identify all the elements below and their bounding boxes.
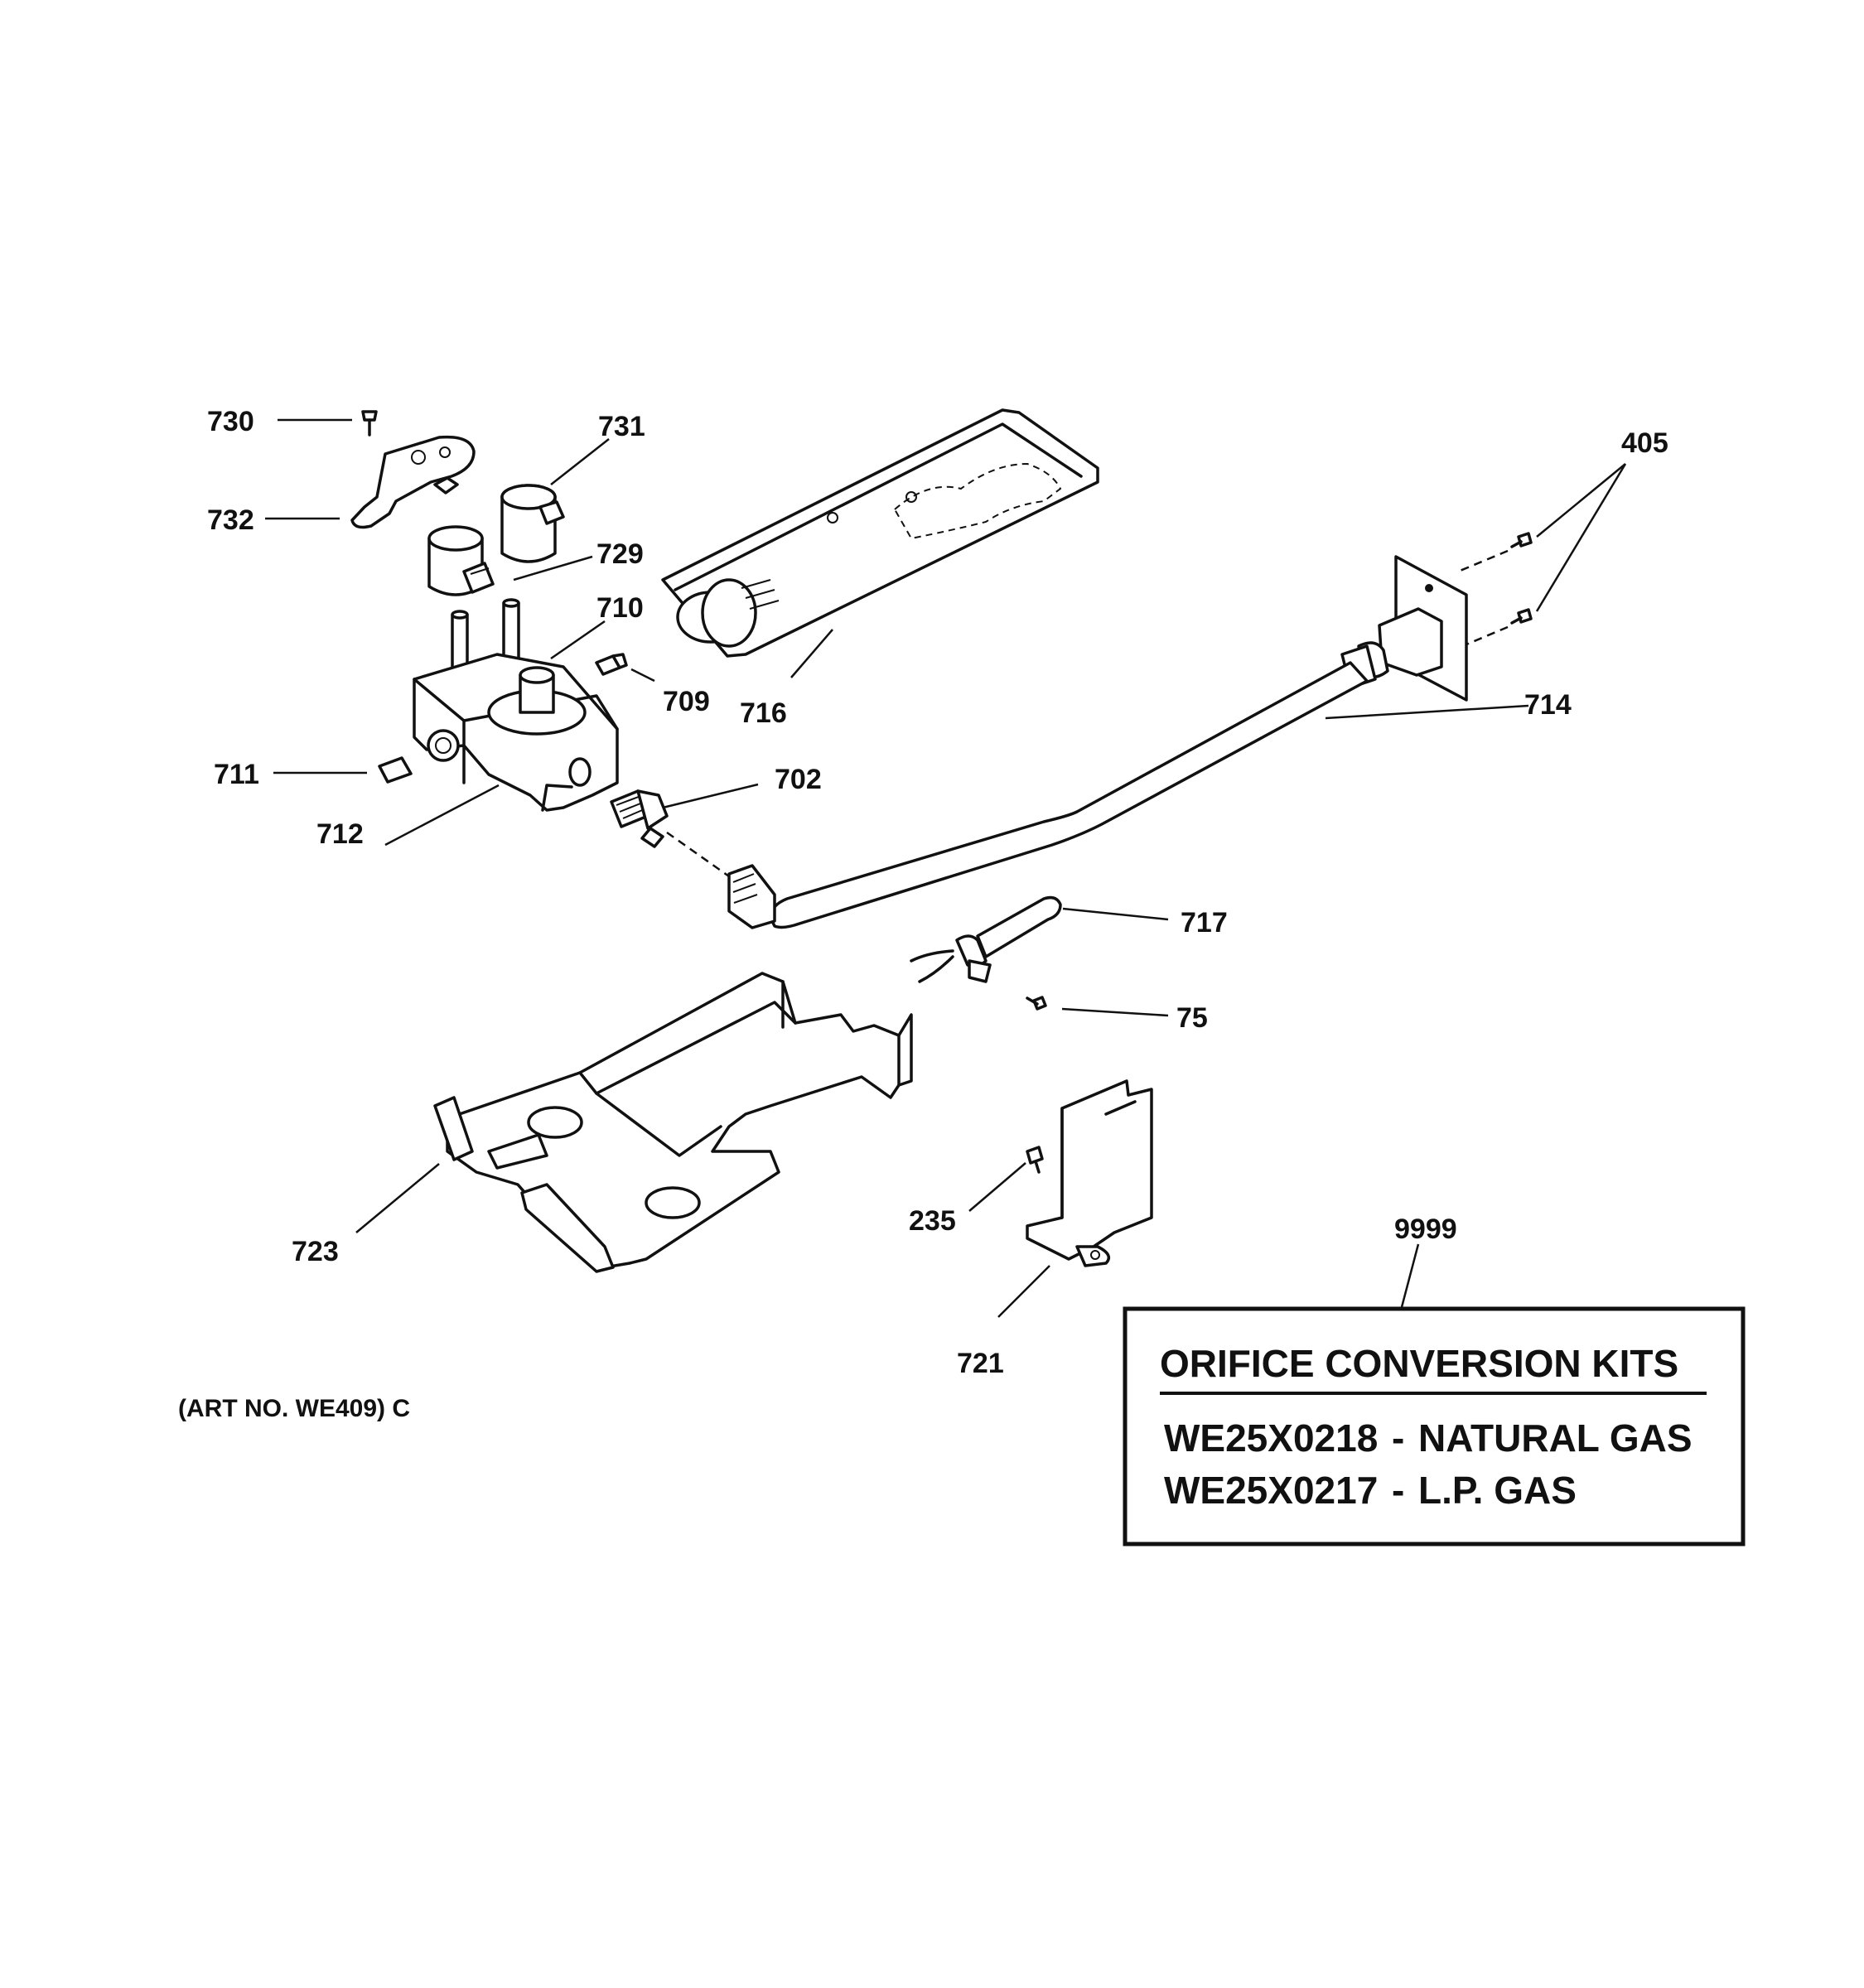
part-716-burner [661, 408, 1099, 658]
label-235: 235 [909, 1205, 956, 1237]
part-702-fitting [610, 789, 669, 848]
part-75-screw [1026, 996, 1047, 1011]
kit-desc-natural: NATURAL GAS [1418, 1416, 1693, 1460]
label-723: 723 [292, 1236, 339, 1267]
label-710: 710 [596, 592, 644, 624]
art-number: (ART NO. WE409) C [178, 1395, 410, 1422]
part-732-bracket [350, 435, 476, 529]
label-702: 702 [775, 764, 822, 795]
label-731: 731 [598, 411, 645, 442]
label-717: 717 [1181, 907, 1228, 939]
label-716: 716 [740, 697, 787, 729]
kit-separator-lp: - [1392, 1469, 1404, 1512]
kit-part-number-natural: WE25X0218 [1164, 1416, 1378, 1460]
part-711-fitting [378, 756, 413, 784]
part-721-bracket [1026, 1079, 1153, 1267]
part-717-igniter [910, 895, 1062, 983]
label-729: 729 [596, 538, 644, 570]
part-405-screws [1510, 532, 1533, 625]
part-729-coil [427, 525, 495, 596]
part-709-fitting [595, 653, 628, 676]
label-730: 730 [207, 406, 254, 437]
orifice-kit-box: ORIFICE CONVERSION KITS WE25X0218 - NATU… [1123, 1306, 1746, 1546]
label-714: 714 [1524, 689, 1572, 721]
kit-box-title: ORIFICE CONVERSION KITS [1160, 1342, 1678, 1385]
label-732: 732 [207, 504, 254, 536]
label-711: 711 [214, 759, 259, 790]
part-730-screw [361, 410, 378, 437]
part-714-manifold [727, 555, 1468, 929]
part-723-bracket [433, 972, 913, 1273]
kit-part-number-lp: WE25X0217 [1164, 1469, 1378, 1512]
label-75: 75 [1176, 1002, 1208, 1034]
part-712-valve [413, 598, 619, 812]
kit-desc-lp: L.P. GAS [1418, 1469, 1577, 1512]
part-731-coil [500, 484, 565, 563]
label-9999: 9999 [1394, 1214, 1457, 1245]
label-709: 709 [663, 686, 710, 717]
kit-separator-natural: - [1392, 1416, 1404, 1460]
label-721: 721 [957, 1348, 1004, 1379]
label-405: 405 [1621, 427, 1668, 459]
label-712: 712 [316, 818, 364, 850]
part-235-screw [1026, 1146, 1044, 1174]
